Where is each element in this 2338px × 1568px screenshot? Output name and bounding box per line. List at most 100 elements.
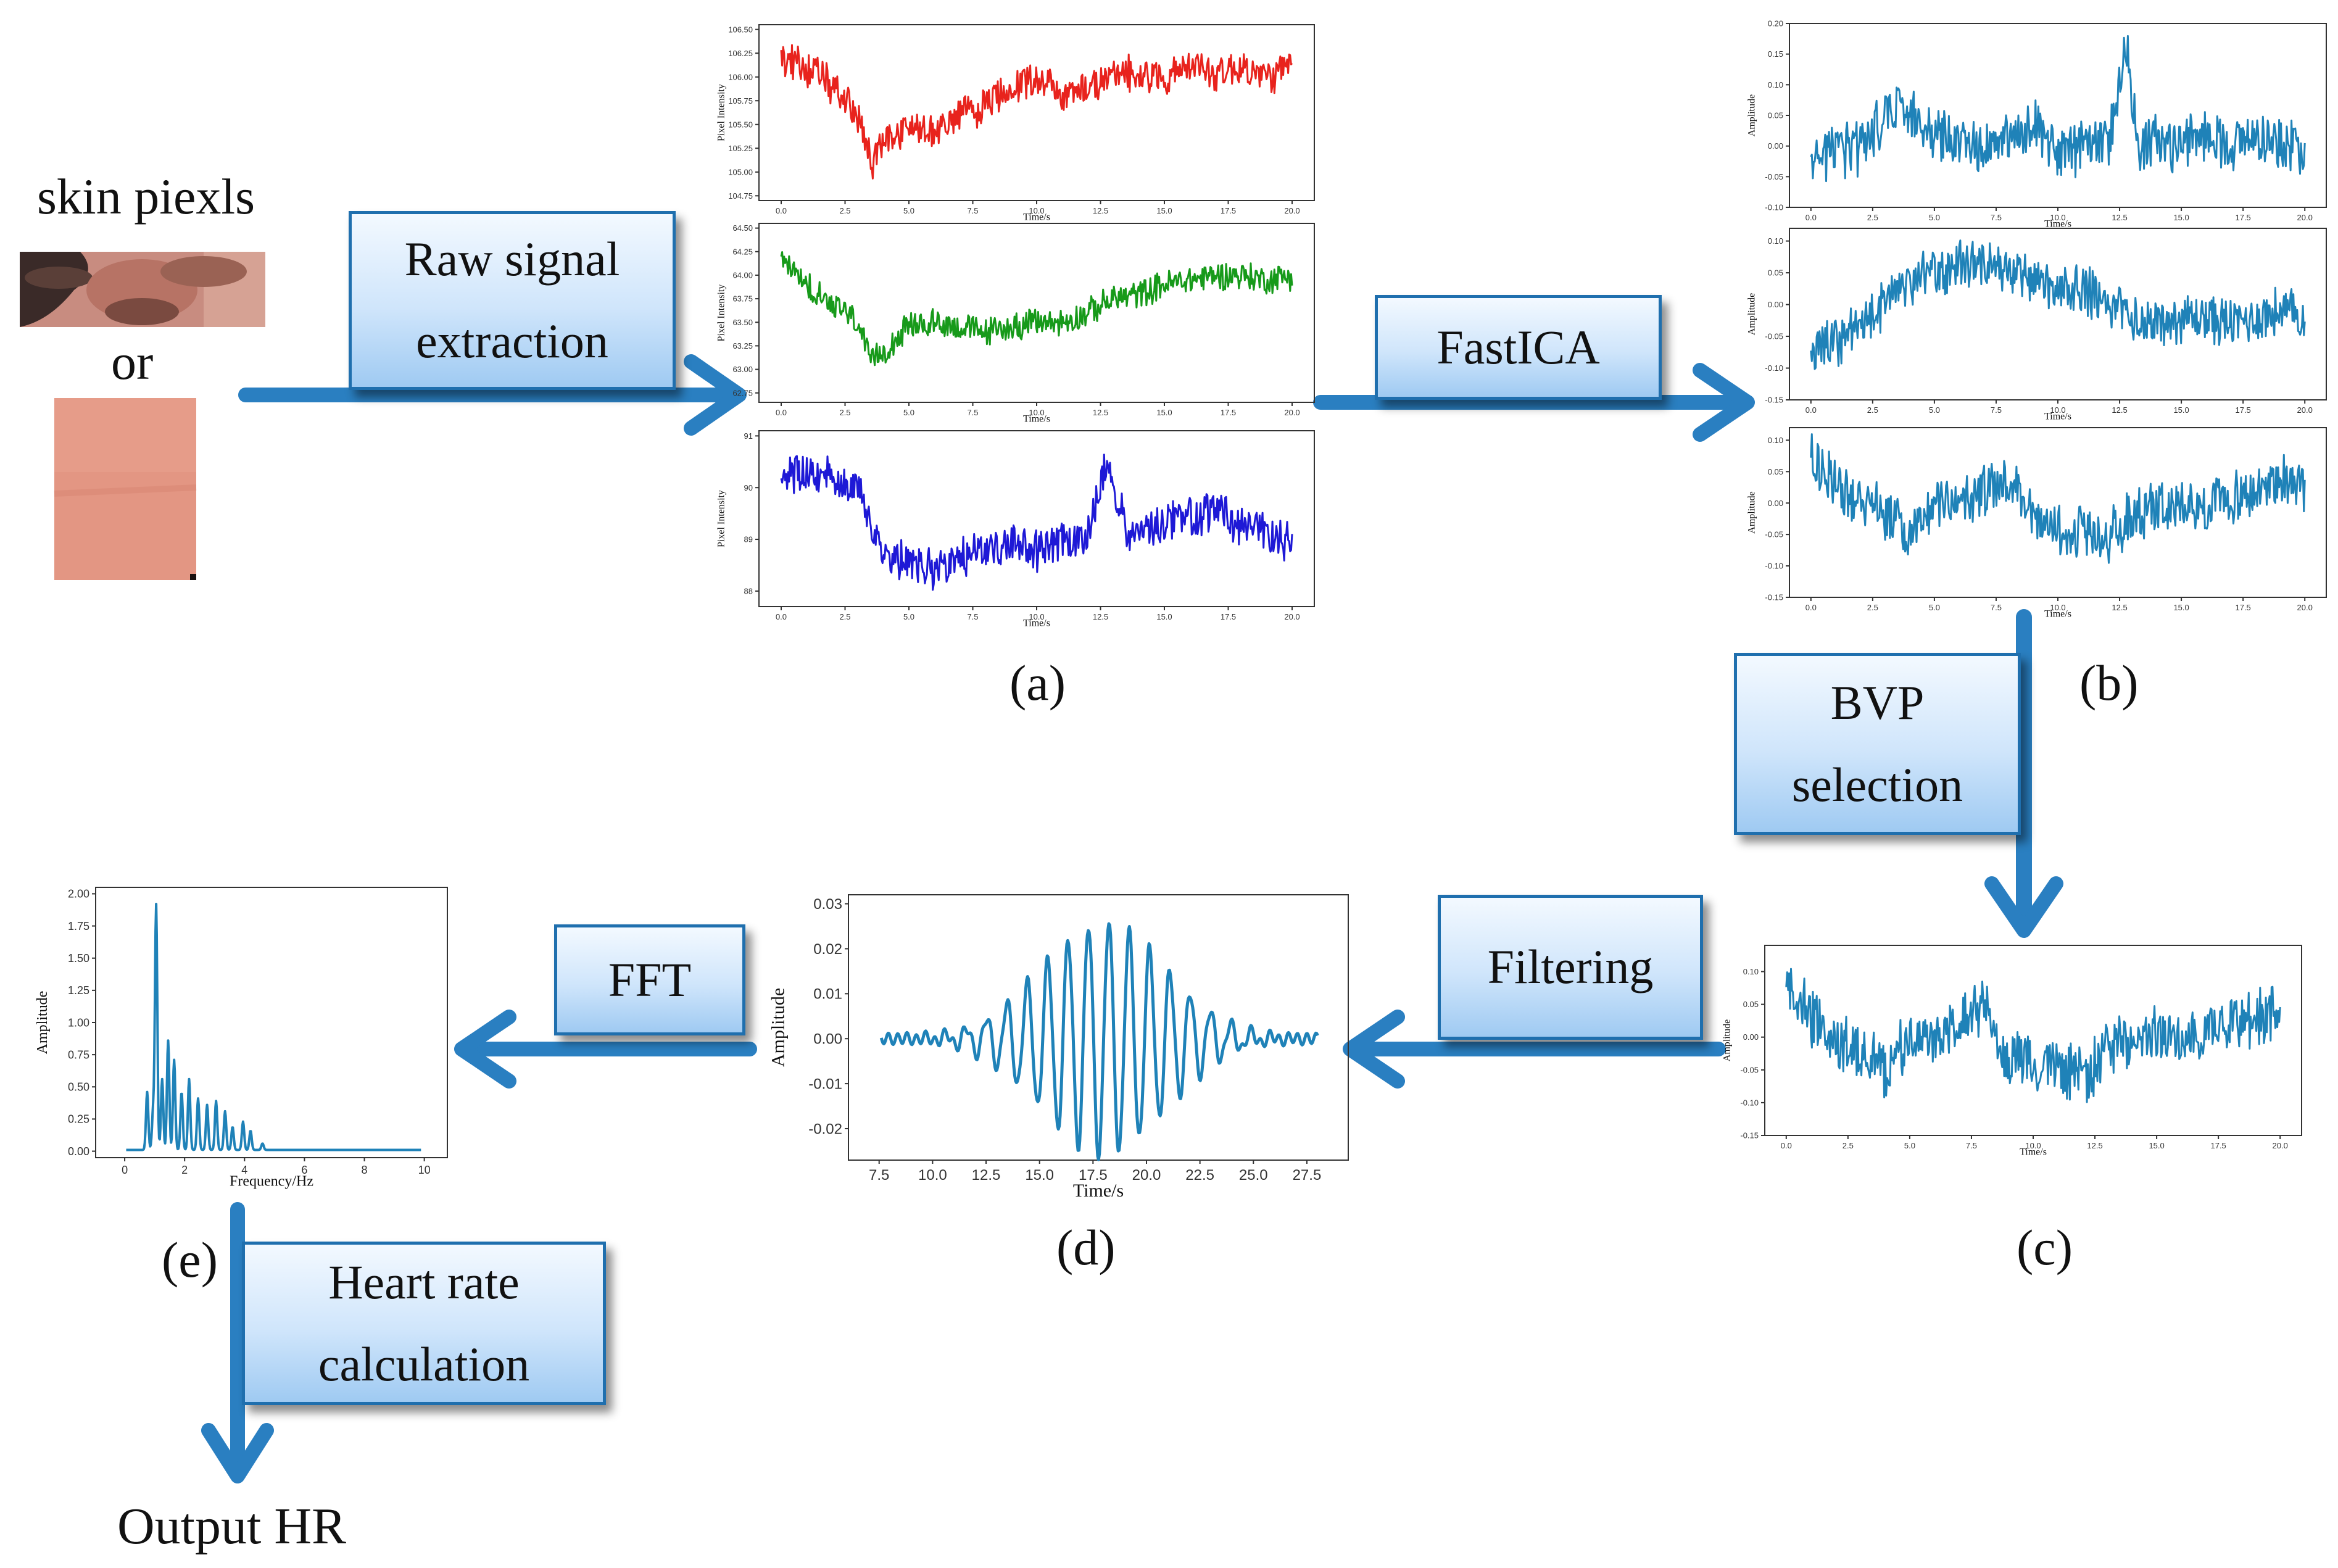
x-axis-label: Time/s — [1023, 414, 1050, 425]
raw-signal-extraction-label: Raw signal extraction — [404, 232, 620, 368]
y-tick-label: 0.25 — [68, 1113, 89, 1126]
y-tick-label: 105.50 — [728, 120, 753, 129]
fft-label: FFT — [608, 952, 692, 1006]
x-tick-label: 2.5 — [839, 206, 850, 215]
series-line-d — [879, 922, 1319, 1161]
x-tick-label: 15.0 — [2149, 1141, 2164, 1150]
y-tick-label: 0.05 — [1743, 1000, 1759, 1009]
y-tick-label: 0.01 — [813, 986, 842, 1003]
x-tick-label: 15.0 — [2173, 405, 2189, 415]
y-tick-label: 0.00 — [813, 1031, 842, 1048]
x-tick-label: 17.5 — [2210, 1141, 2226, 1150]
y-axis-label: Amplitude — [1747, 293, 1757, 335]
y-tick-label: -0.02 — [808, 1121, 842, 1137]
x-tick-label: 15.0 — [2173, 213, 2189, 222]
x-tick-label: 22.5 — [1185, 1167, 1214, 1184]
x-tick-label: 17.5 — [2235, 603, 2250, 612]
fastica-box: FastICA — [1375, 295, 1662, 400]
y-tick-label: 88 — [744, 586, 753, 595]
series-line-b2 — [1810, 239, 2306, 370]
x-tick-label: 7.5 — [1966, 1141, 1977, 1150]
y-tick-label: 62.75 — [732, 388, 753, 397]
y-tick-label: 1.00 — [68, 1016, 89, 1029]
y-tick-label: 0.75 — [68, 1048, 89, 1061]
y-tick-label: -0.01 — [808, 1076, 842, 1093]
y-tick-label: -0.10 — [1765, 363, 1783, 373]
arrow-filter-to-fft — [454, 1010, 757, 1089]
y-tick-label: 1.75 — [68, 920, 89, 932]
x-axis-label: Frequency/Hz — [230, 1174, 313, 1190]
y-tick-label: 63.50 — [732, 318, 753, 327]
x-tick-label: 10.0 — [2050, 405, 2065, 415]
bvp-selection-label: BVP selection — [1791, 675, 1963, 811]
x-tick-label: 17.5 — [1221, 408, 1236, 417]
or-label: or — [111, 334, 154, 390]
x-axis-label: Time/s — [2020, 1147, 2047, 1158]
x-tick-label: 0.0 — [776, 612, 787, 621]
x-tick-label: 7.5 — [967, 612, 978, 621]
series-line-e — [125, 902, 422, 1151]
filtering-label: Filtering — [1487, 940, 1654, 994]
x-tick-label: 20.0 — [2297, 405, 2313, 415]
x-tick-label: 12.5 — [1093, 206, 1108, 215]
caption-b: (b) — [2079, 655, 2139, 711]
y-tick-label: 63.25 — [732, 341, 753, 351]
x-axis-label: Time/s — [2044, 219, 2071, 230]
y-tick-label: 0.05 — [1768, 467, 1783, 476]
x-tick-label: 15.0 — [1025, 1167, 1054, 1184]
y-tick-label: 1.50 — [68, 952, 89, 964]
x-tick-label: 5.0 — [1929, 603, 1940, 612]
y-tick-label: -0.15 — [1740, 1131, 1759, 1140]
y-tick-label: 0.03 — [813, 896, 842, 913]
y-tick-label: 90 — [744, 483, 753, 492]
plot-frame — [848, 894, 1349, 1161]
face-crop-image — [20, 252, 265, 327]
series-line-c — [1785, 968, 2281, 1103]
x-tick-label: 7.5 — [967, 408, 978, 417]
y-tick-label: -0.10 — [1740, 1098, 1759, 1107]
y-tick-label: 0.02 — [813, 941, 842, 958]
x-tick-label: 7.5 — [1991, 603, 2002, 612]
input-label: skin piexls — [37, 168, 255, 225]
arrow-fft-to-output — [201, 1202, 274, 1483]
y-tick-label: 0.10 — [1768, 80, 1783, 89]
y-tick-label: 106.50 — [728, 25, 753, 34]
y-tick-label: 0.00 — [1768, 499, 1783, 508]
x-tick-label: 8 — [362, 1164, 368, 1176]
skin-patch-image — [54, 398, 197, 580]
y-tick-label: 64.25 — [732, 247, 753, 256]
arrow-input-to-raw — [238, 354, 747, 436]
y-tick-label: -0.05 — [1740, 1065, 1759, 1074]
x-tick-label: 0.0 — [1805, 405, 1817, 415]
plot-frame — [1789, 23, 2327, 208]
x-tick-label: 20.0 — [1284, 408, 1300, 417]
y-tick-label: 0.10 — [1743, 967, 1759, 976]
y-tick-label: 64.00 — [732, 270, 753, 280]
y-axis-label: Amplitude — [1747, 491, 1757, 533]
heart-rate-calculation-box: Heart rate calculation — [242, 1242, 606, 1405]
series-line-a1 — [780, 44, 1293, 180]
y-axis-label: Pixel Intensity — [716, 84, 727, 141]
y-tick-label: 105.25 — [728, 144, 753, 153]
y-tick-label: 0.00 — [68, 1145, 89, 1158]
x-tick-label: 0 — [122, 1164, 128, 1176]
x-tick-label: 12.5 — [1093, 612, 1108, 621]
bvp-selection-box: BVP selection — [1734, 653, 2021, 835]
x-tick-label: 10.0 — [1029, 206, 1044, 215]
x-tick-label: 5.0 — [1929, 405, 1940, 415]
x-tick-label: 7.5 — [1991, 405, 2002, 415]
x-tick-label: 2.5 — [1843, 1141, 1854, 1150]
y-tick-label: -0.10 — [1765, 562, 1783, 571]
caption-e: (e) — [162, 1232, 218, 1288]
x-tick-label: 17.5 — [2235, 213, 2250, 222]
y-tick-label: 105.00 — [728, 167, 753, 176]
y-tick-label: 0.00 — [1768, 141, 1783, 151]
y-tick-label: -0.05 — [1765, 172, 1783, 181]
